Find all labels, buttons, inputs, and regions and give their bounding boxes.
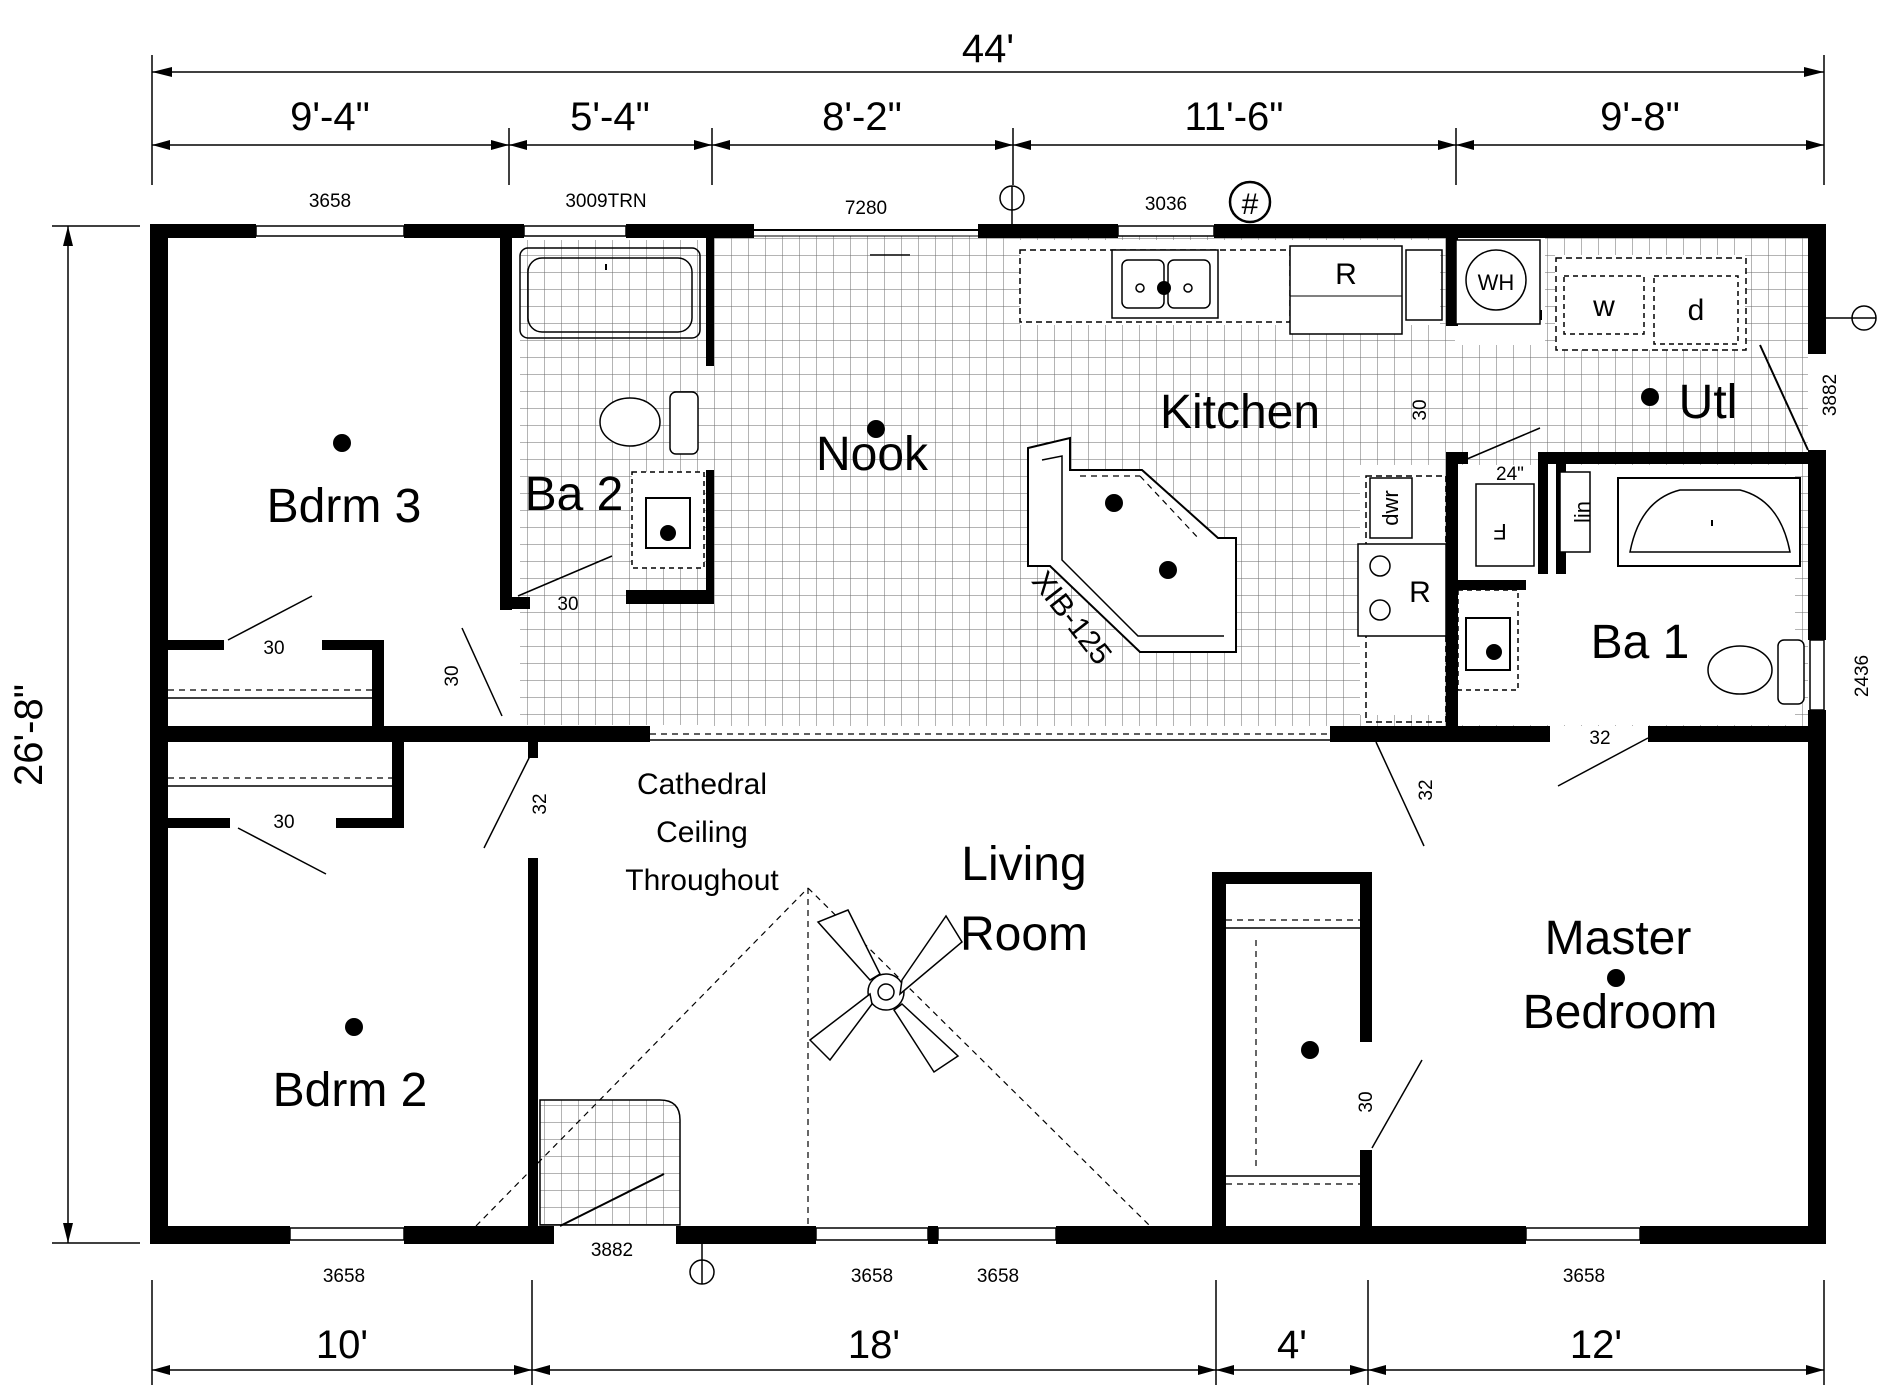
window-label-living-a: 3658 [851, 1266, 893, 1287]
room-label-kitchen: Kitchen [1160, 386, 1320, 439]
note-cathedral-line1: Cathedral [637, 768, 767, 801]
furnace-icon: F [1475, 483, 1535, 567]
refrigerator-icon: R [1289, 245, 1403, 335]
room-center-dots [333, 388, 1659, 1036]
tile-floor [520, 235, 1808, 1226]
room-label-master-line2: Bedroom [1523, 986, 1718, 1039]
water-heater-icon: WH [1455, 239, 1541, 325]
washer-icon: w [1563, 275, 1645, 335]
door-label-master-closet: 30 [1356, 1091, 1377, 1112]
door-label-ba2-entry: 30 [557, 594, 578, 615]
toilet-icon [1707, 639, 1805, 705]
room-label-master-line1: Master [1545, 912, 1692, 965]
overall-depth-label: 26'-8" [7, 684, 51, 786]
windows [255, 225, 1825, 1241]
window-label-living-b: 3658 [977, 1266, 1019, 1287]
kitchen-island [1027, 436, 1237, 653]
door-label-bdrm2-entry: 32 [530, 793, 551, 814]
exterior-walls [150, 224, 1826, 1244]
window-label-kitchen: 3036 [1145, 194, 1187, 215]
top-dim-4: 11'-6" [1185, 95, 1284, 139]
sink-icon [1111, 249, 1219, 319]
door-label-master-entry: 32 [1416, 779, 1437, 800]
washer-label: w [1592, 290, 1615, 323]
door-label-kitchen-pantry: 30 [1410, 399, 1431, 420]
door-label-utl: 3882 [1820, 374, 1841, 416]
note-cathedral-line2: Ceiling [656, 816, 748, 849]
bottom-dim-4: 12' [1570, 1323, 1622, 1367]
bottom-dim-2: 18' [848, 1323, 900, 1367]
room-label-ba1: Ba 1 [1591, 616, 1690, 669]
top-dim-5: 9'-8" [1600, 95, 1680, 139]
water-heater-label: WH [1478, 270, 1515, 295]
dishwasher-icon: dwr [1369, 477, 1413, 539]
room-label-utl: Utl [1679, 376, 1738, 429]
room-label-living-line1: Living [961, 838, 1086, 891]
door-label-slider: 7280 [845, 198, 887, 219]
range-icon: R [1357, 543, 1447, 637]
dryer-icon: d [1653, 275, 1739, 345]
interior-walls [150, 236, 1826, 1244]
window-label-master: 3658 [1563, 1266, 1605, 1287]
ba2-fixtures [519, 247, 705, 569]
furnace-label: F [1493, 519, 1506, 544]
ceiling-fan-icon [808, 909, 963, 1074]
door-label-entry: 3882 [591, 1240, 633, 1261]
room-label-bdrm3: Bdrm 3 [267, 480, 422, 533]
room-label-ba2: Ba 2 [525, 468, 624, 521]
top-dim-3: 8'-2" [822, 95, 902, 139]
door-label-bdrm3-entry: 30 [442, 665, 463, 686]
sink-icon [631, 471, 705, 569]
door-swings [227, 427, 1649, 1149]
door-label-linen-24: 24" [1496, 464, 1524, 485]
meter-symbol-label: # [1242, 188, 1259, 221]
kitchen-fixtures: R dwr R [1019, 245, 1447, 723]
dimension-lines [52, 55, 1825, 1385]
window-label-ba2: 3009TRN [565, 191, 646, 212]
range-label: R [1409, 576, 1431, 609]
window-label-bdrm3: 3658 [309, 191, 351, 212]
dryer-label: d [1688, 294, 1705, 327]
door-label-bdrm3-closet: 30 [263, 638, 284, 659]
dishwasher-label: dwr [1378, 490, 1403, 525]
door-label-bdrm2-closet: 30 [273, 812, 294, 833]
window-label-bdrm2: 3658 [323, 1266, 365, 1287]
overall-width-label: 44' [962, 27, 1014, 71]
room-label-bdrm2: Bdrm 2 [273, 1064, 428, 1117]
closet-shelves [168, 689, 1360, 1185]
ba1-fixtures [1457, 477, 1805, 705]
top-dim-1: 9'-4" [290, 95, 370, 139]
toilet-icon [599, 391, 699, 455]
note-cathedral-line3: Throughout [625, 864, 779, 897]
door-label-ba1-entry: 32 [1589, 728, 1610, 749]
room-label-nook: Nook [816, 428, 929, 481]
meter-symbol-icon: # [1228, 180, 1272, 224]
linen-label: lin [1570, 501, 1595, 523]
sink-icon [1457, 589, 1519, 691]
linen-closet-icon: lin [1559, 471, 1595, 553]
top-dim-2: 5'-4" [570, 95, 650, 139]
room-label-living-line2: Room [960, 908, 1088, 961]
bottom-dim-3: 4' [1277, 1323, 1307, 1367]
window-label-ba1: 2436 [1852, 655, 1873, 697]
bottom-dim-1: 10' [316, 1323, 368, 1367]
hose-bib-icon [689, 185, 1877, 1285]
refrigerator-label: R [1335, 258, 1357, 291]
utility-fixtures: WH w d F lin [1455, 239, 1747, 567]
